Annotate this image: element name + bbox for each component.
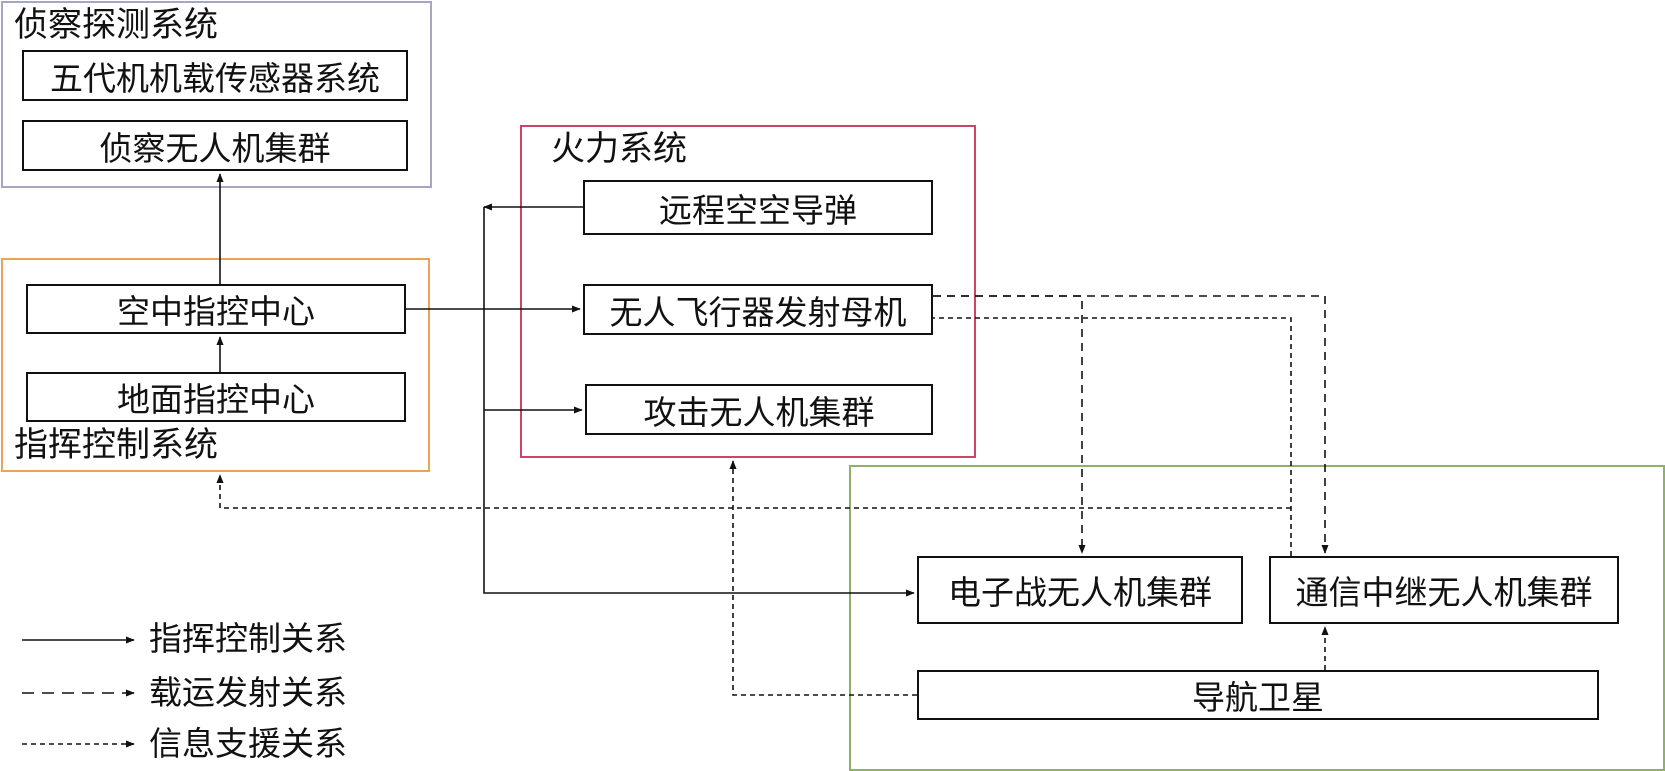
ew-uav-swarm-node: 电子战无人机集群 [917,556,1243,624]
edge-mothership-to-ew [933,295,1086,554]
recon-detection-group [1,1,432,188]
command-control-group [1,258,430,472]
fifth-gen-sensor-node: 五代机机载传感器系统 [22,50,408,101]
legend-carry-launch-label: 载运发射关系 [149,673,347,712]
edge-mothership-to-relay [933,295,1329,554]
ground-command-center-node: 地面指控中心 [26,372,406,422]
comm-relay-uav-swarm-node: 通信中继无人机集群 [1269,556,1619,624]
air-command-center-node: 空中指控中心 [26,284,406,334]
edge-relay-line-to-command-group [216,474,1291,509]
edge-satellite-to-fire [729,460,917,696]
recon-uav-swarm-node: 侦察无人机集群 [22,120,408,171]
long-range-aam-node: 远程空空导弹 [583,180,933,235]
nav-satellite-node: 导航卫星 [917,670,1599,720]
recon-detection-group-title: 侦察探测系统 [14,5,218,45]
fire-group-title: 火力系统 [551,129,687,169]
uav-launch-mothership-node: 无人飞行器发射母机 [583,284,933,335]
fire-group [520,125,976,458]
attack-uav-swarm-node: 攻击无人机集群 [585,384,933,435]
command-control-group-title: 指挥控制系统 [14,425,218,465]
support-group [849,465,1665,771]
edge-relay-to-command [933,317,1292,556]
legend-info-support-label: 信息支援关系 [149,724,347,763]
edge-trunk-to-ew [483,207,915,597]
legend-command-control-label: 指挥控制关系 [149,619,347,658]
